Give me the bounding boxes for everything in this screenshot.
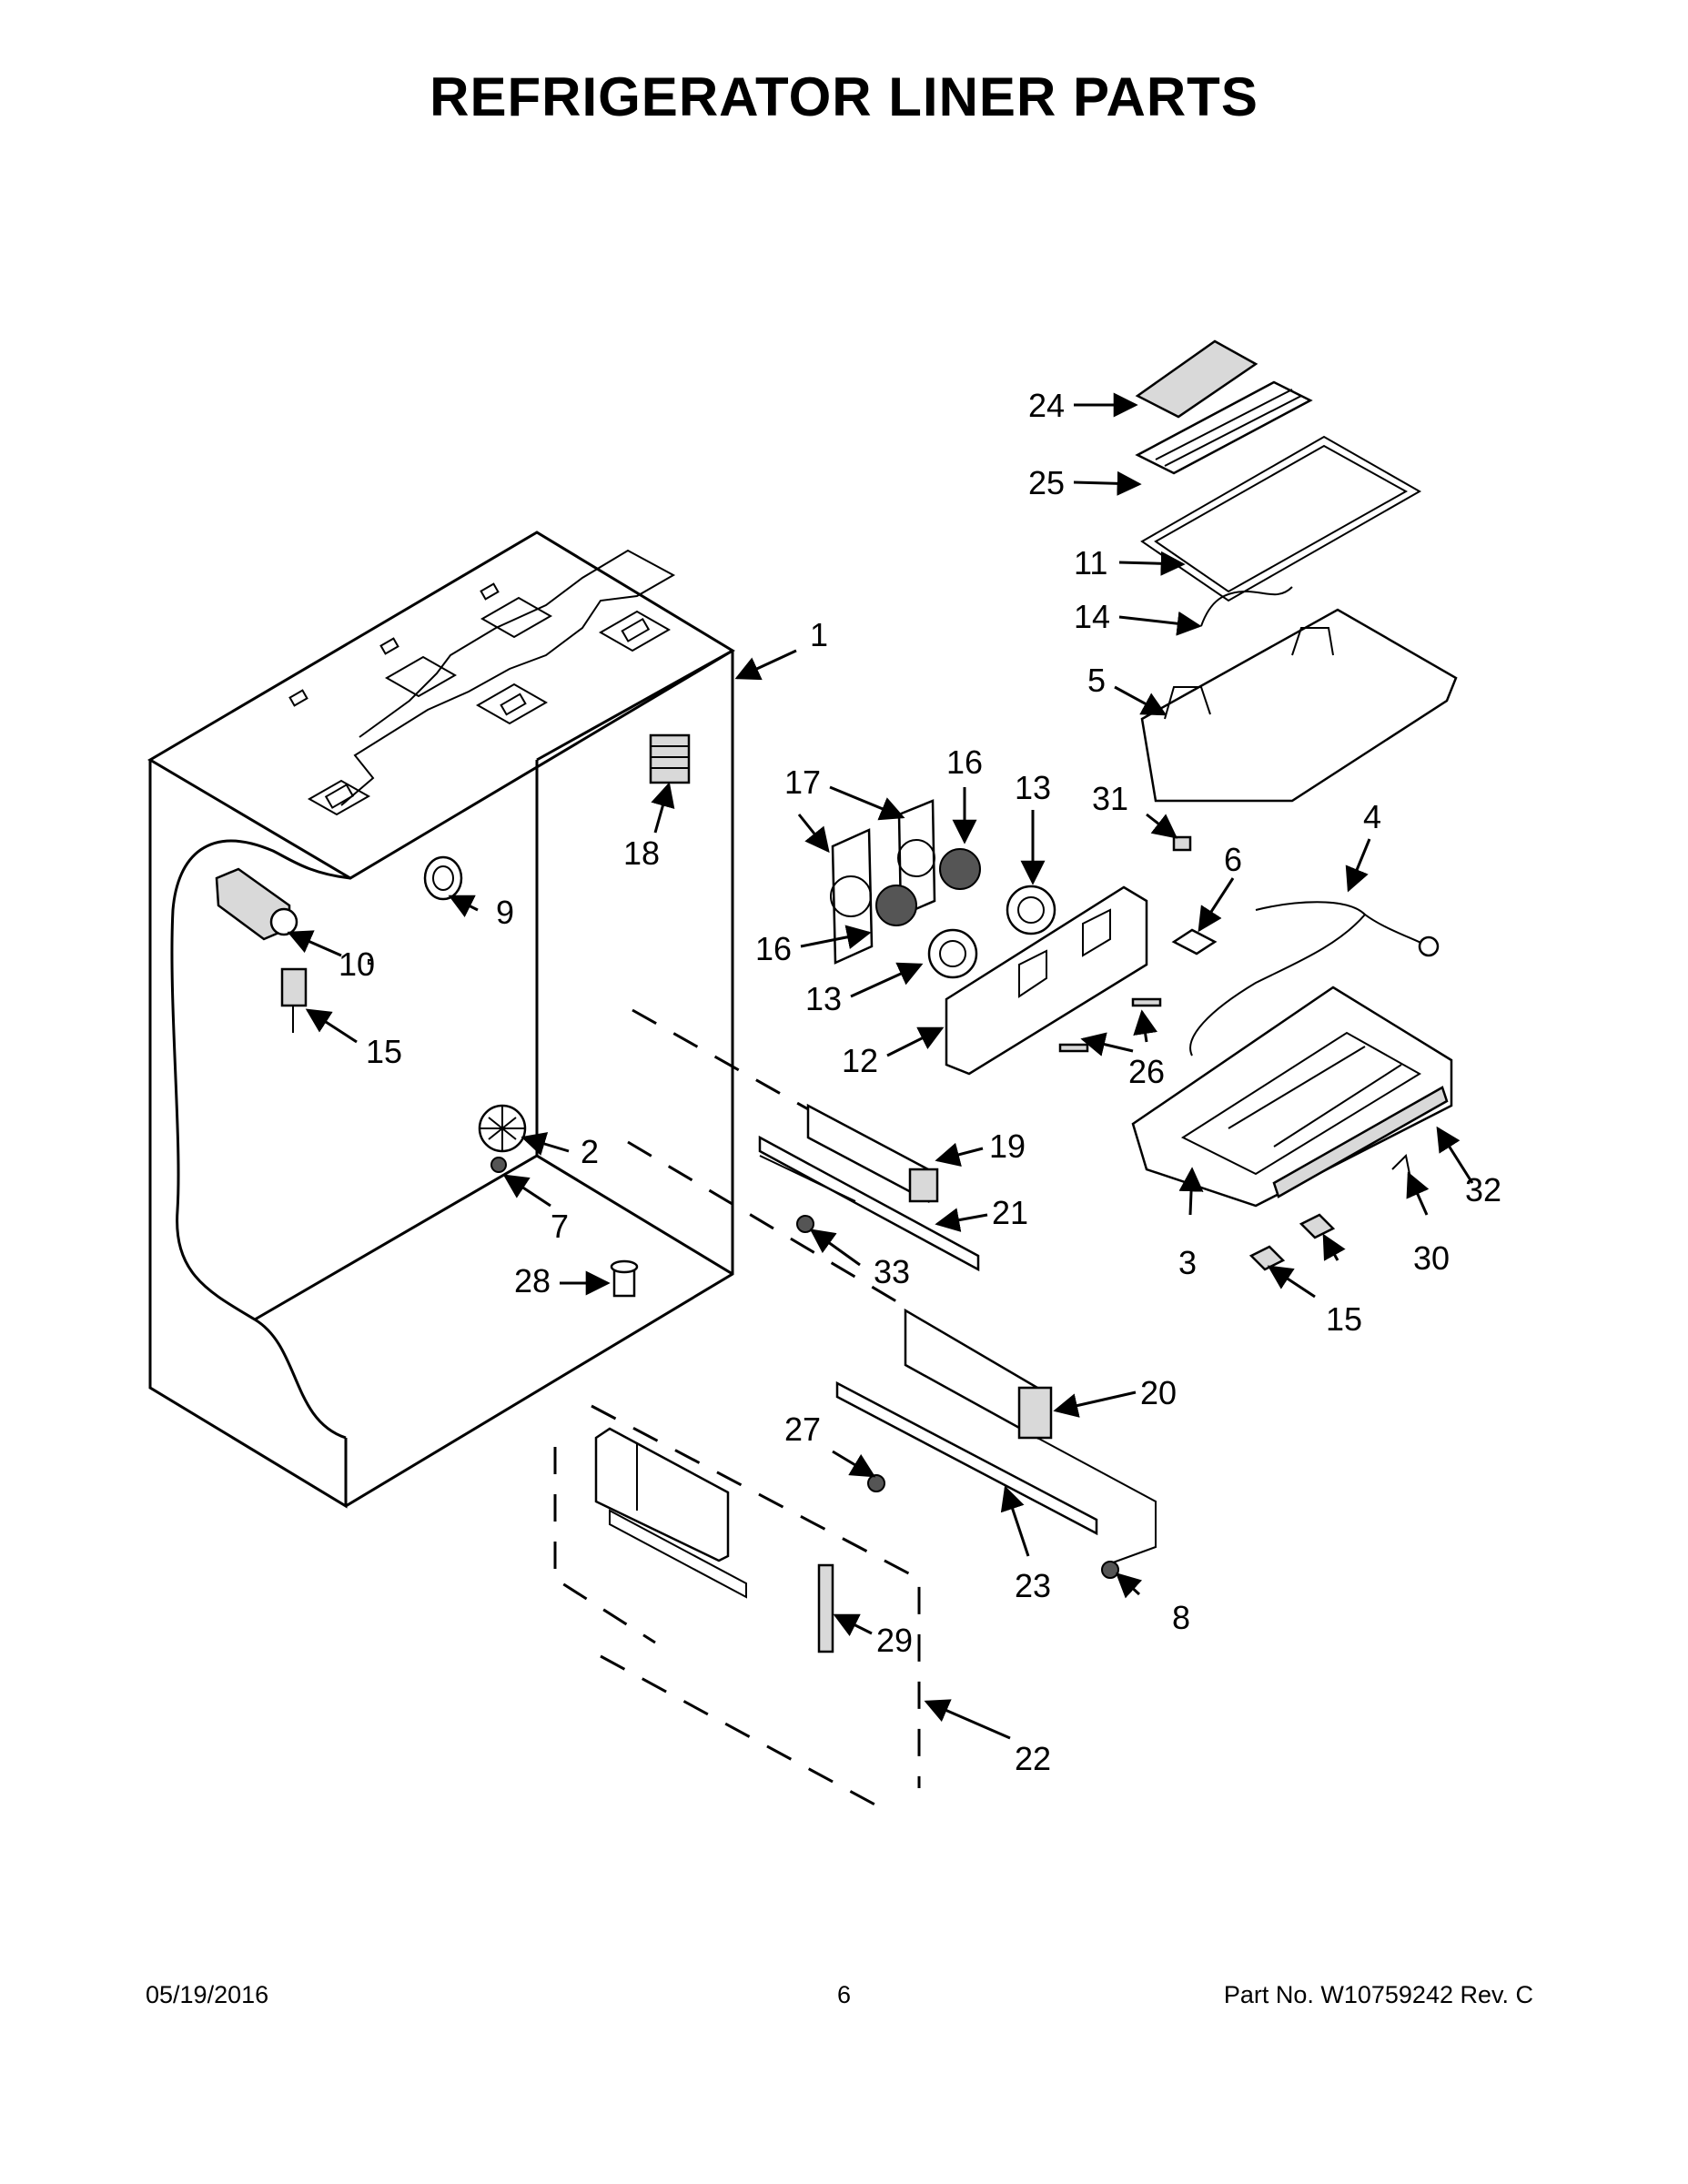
part-18-vent-grille [649, 733, 691, 784]
fan-assemblies [830, 799, 1148, 1076]
callout-8: 8 [1172, 1599, 1190, 1636]
part-28-cap [610, 1259, 639, 1298]
part-9-grommet [423, 855, 463, 901]
part-19-cover [806, 1103, 939, 1204]
callout-6: 6 [1224, 841, 1242, 878]
part-31-clip [1172, 835, 1192, 852]
footer-page-number: 6 [836, 1981, 852, 2008]
callout-1: 1 [810, 616, 828, 653]
part-23-rail [835, 1380, 1098, 1536]
part-30-clip [1391, 1153, 1411, 1179]
callout-26: 26 [1128, 1053, 1165, 1090]
callout-30: 30 [1413, 1239, 1450, 1277]
callout-19: 19 [989, 1127, 1026, 1165]
callout-labels: 24 25 11 14 5 1 17 16 13 31 6 4 18 9 10 … [339, 387, 1501, 1777]
part-24-cover [1135, 339, 1258, 419]
part-22-pan-outline [553, 1404, 921, 1808]
part-21-rail [758, 1135, 980, 1272]
callout-3: 3 [1178, 1244, 1197, 1281]
part-22-pan-frame [594, 1427, 747, 1599]
part-5-evaporator-cover [1140, 608, 1458, 803]
part-4-wire-harness [1189, 901, 1440, 1057]
callout-18: 18 [623, 834, 660, 872]
callout-28: 28 [514, 1262, 551, 1299]
page-title: REFRIGERATOR LINER PARTS [430, 66, 1258, 127]
callout-20: 20 [1140, 1374, 1177, 1411]
part-29-trim-strip [817, 1563, 834, 1653]
footer-date: 05/19/2016 [146, 1981, 269, 2008]
part-14-sensor-wire [1200, 586, 1293, 627]
callout-22: 22 [1015, 1740, 1051, 1777]
callout-11: 11 [1074, 544, 1107, 581]
callout-32: 32 [1465, 1171, 1501, 1208]
callout-9: 9 [496, 894, 514, 931]
part-32-trim [1272, 1086, 1449, 1198]
callout-27: 27 [784, 1410, 821, 1448]
part-27-screw [867, 1474, 885, 1492]
callout-13-top: 13 [1015, 769, 1051, 806]
callout-25: 25 [1028, 464, 1065, 501]
callout-10: 10 [339, 945, 375, 983]
part-10-dispenser-valve [215, 867, 298, 941]
part-2-light-cover [478, 1104, 527, 1153]
part-11-heater [1140, 435, 1422, 602]
callout-12: 12 [842, 1042, 878, 1079]
part-33-screw [796, 1215, 814, 1233]
callout-16-top: 16 [946, 743, 983, 781]
callout-13-bottom: 13 [805, 980, 842, 1017]
callout-17: 17 [784, 763, 821, 801]
callout-21: 21 [992, 1194, 1028, 1231]
callout-5: 5 [1087, 662, 1106, 699]
callout-16-bottom: 16 [755, 930, 792, 967]
callout-4: 4 [1363, 798, 1381, 835]
callout-33: 33 [874, 1253, 910, 1290]
part-8-screw [1101, 1561, 1119, 1579]
part-25-evaporator [1135, 380, 1313, 475]
part-6-gasket [1171, 928, 1218, 956]
callout-7: 7 [551, 1208, 569, 1245]
part-7-screw [490, 1157, 507, 1173]
callout-31: 31 [1092, 780, 1128, 817]
callout-15-left: 15 [366, 1033, 402, 1070]
leader-lines [287, 392, 1474, 1740]
liner-cabinet [147, 531, 735, 1509]
callout-2: 2 [581, 1133, 599, 1170]
part-3-crisper-housing [1131, 986, 1453, 1208]
callout-29: 29 [876, 1622, 913, 1659]
part-15-sensor-left [280, 967, 308, 1033]
part-15-sensors-right [1248, 1213, 1336, 1271]
callout-23: 23 [1015, 1567, 1051, 1604]
callout-14: 14 [1074, 598, 1110, 635]
callout-24: 24 [1028, 387, 1065, 424]
footer-part-number: Part No. W10759242 Rev. C [1223, 1981, 1533, 2008]
callout-15-right: 15 [1326, 1300, 1362, 1338]
part-20-cover [904, 1308, 1053, 1441]
